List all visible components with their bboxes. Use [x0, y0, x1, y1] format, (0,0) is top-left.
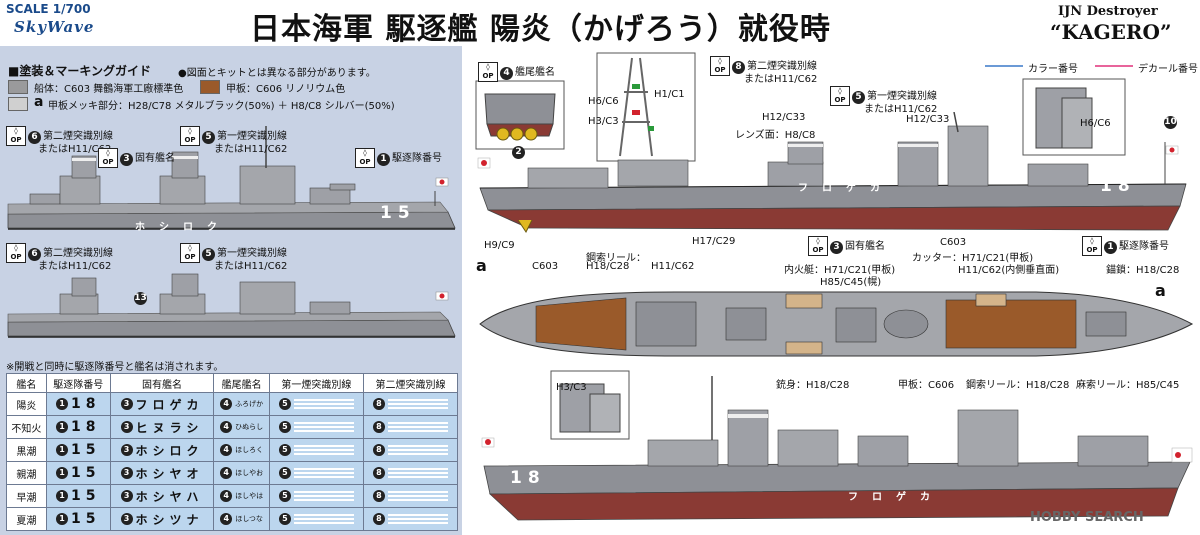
callout-c603b: C603	[532, 261, 559, 272]
mast-inset	[596, 52, 696, 162]
callout-anchor: 錨鎖：H18/C28	[1106, 265, 1180, 276]
callout-8-alt: またはH11/C62	[744, 74, 818, 85]
right-side-profile	[477, 112, 1187, 233]
callout-13: 13	[134, 292, 147, 305]
callout-lens: レンズ面：H8/C8	[735, 130, 816, 141]
legend-deck-label: 甲板：C606 リノリウム色	[226, 84, 346, 95]
callout-6b-alt: またはH11/C62	[38, 261, 112, 272]
callout-a-right: a	[1155, 281, 1166, 300]
callout-launch: 内火艇：H71/C21(甲板)	[784, 265, 896, 276]
callout-wire1: 鋼索リール：	[586, 253, 646, 264]
brand-logo: SkyWave	[14, 18, 95, 36]
left-ship-2	[7, 273, 456, 338]
callout-cutter: カッター：H71/C21(甲板)	[912, 253, 1034, 264]
legend-decal-number: デカール番号	[1138, 64, 1198, 75]
callout-h11c62: H11/C62	[651, 261, 695, 272]
bottom-number: 18	[510, 468, 546, 488]
callout-barrel: 銃身：H18/C28	[776, 380, 850, 391]
callout-6a-alt: またはH11/C62	[38, 144, 112, 155]
bottom-name: フロゲカ	[848, 492, 944, 503]
legend-plating-label: 甲板メッキ部分：H28/C78 メタルブラック(50%) ＋ H8/C8 シルバ…	[48, 101, 395, 112]
swatch-hull	[8, 80, 28, 94]
callout-h6c6: H6/C6	[588, 96, 619, 107]
swatch-plating	[8, 97, 28, 111]
letter-a: a	[34, 94, 44, 110]
right-side-name: フロゲカ	[798, 183, 894, 194]
callout-h3c3: H3/C3	[588, 116, 619, 127]
title-en-line1: IJN Destroyer	[1058, 4, 1158, 19]
callout-2: 2	[512, 146, 527, 159]
callout-h6c6b: H6/C6	[1080, 118, 1111, 129]
callout-wire1b: H18/C28	[586, 261, 630, 272]
callout-rope: 麻索リール：H85/C45	[1076, 380, 1180, 391]
col-funnel1: 第一煙突識別線	[268, 373, 364, 393]
callout-h17c29: H17/C29	[692, 236, 736, 247]
top-view	[479, 291, 1194, 357]
footnote: ※開戦と同時に駆逐隊番号と艦名は消されます。	[6, 362, 224, 373]
col-ship: 艦名	[6, 373, 47, 393]
callout-cutter2: H11/C62(内側垂直面)	[958, 265, 1060, 276]
page-title: 日本海軍 駆逐艦 陽炎（かげろう）就役時	[250, 12, 831, 47]
callout-c603a: C603	[940, 237, 967, 248]
callout-h12c33b: H12/C33	[906, 114, 950, 125]
stern-inset	[475, 80, 565, 150]
callout-a-left: a	[476, 256, 487, 275]
bridge-inset	[1022, 78, 1126, 156]
legend-color-number: カラー番号	[1028, 64, 1078, 75]
right-side-number: 18	[1100, 176, 1136, 196]
callout-h9c9: H9/C9	[484, 240, 515, 251]
callout-deck: 甲板：C606	[898, 380, 955, 391]
bottom-ship	[481, 376, 1193, 521]
callout-5a-alt: またはH11/C62	[214, 144, 288, 155]
col-name: 固有艦名	[109, 373, 215, 393]
left-ship-1	[7, 126, 456, 230]
left1-hull-name: ホシロク	[135, 222, 231, 233]
bottom-bridge-inset	[550, 370, 630, 440]
callout-5-alt: またはH11/C62	[864, 104, 938, 115]
table-header-row: 艦名 駆逐隊番号 固有艦名 艦尾艦名 第一煙突識別線 第二煙突識別線	[6, 373, 459, 393]
watermark: HOBBY SEARCH	[1030, 510, 1144, 525]
scale-label: SCALE 1/700	[6, 2, 91, 16]
legend-hull-label: 船体：C603 舞鶴海軍工廠標準色	[34, 84, 184, 95]
guide-note: ●図面とキットとは異なる部分があります。	[178, 68, 376, 79]
col-funnel2: 第二煙突識別線	[362, 373, 459, 393]
title-en-line2: “KAGERO”	[1050, 20, 1172, 44]
col-stern: 艦尾艦名	[213, 373, 270, 393]
right-legend-lines	[985, 65, 1133, 67]
callout-h12c33a: H12/C33	[762, 112, 806, 123]
left1-hull-number: 15	[380, 203, 416, 223]
col-division: 駆逐隊番号	[45, 373, 111, 393]
callout-5b-alt: またはH11/C62	[214, 261, 288, 272]
callout-h3c3b: H3/C3	[556, 382, 587, 393]
header	[0, 0, 1200, 46]
callout-10: 10	[1164, 116, 1177, 129]
callout-wire2: 鋼索リール：H18/C28	[966, 380, 1070, 391]
callout-h1c1: H1/C1	[654, 89, 685, 100]
swatch-deck	[200, 80, 220, 94]
guide-title: ■塗装＆マーキングガイド	[8, 64, 151, 78]
callout-launch2: H85/C45(幌)	[820, 277, 882, 288]
